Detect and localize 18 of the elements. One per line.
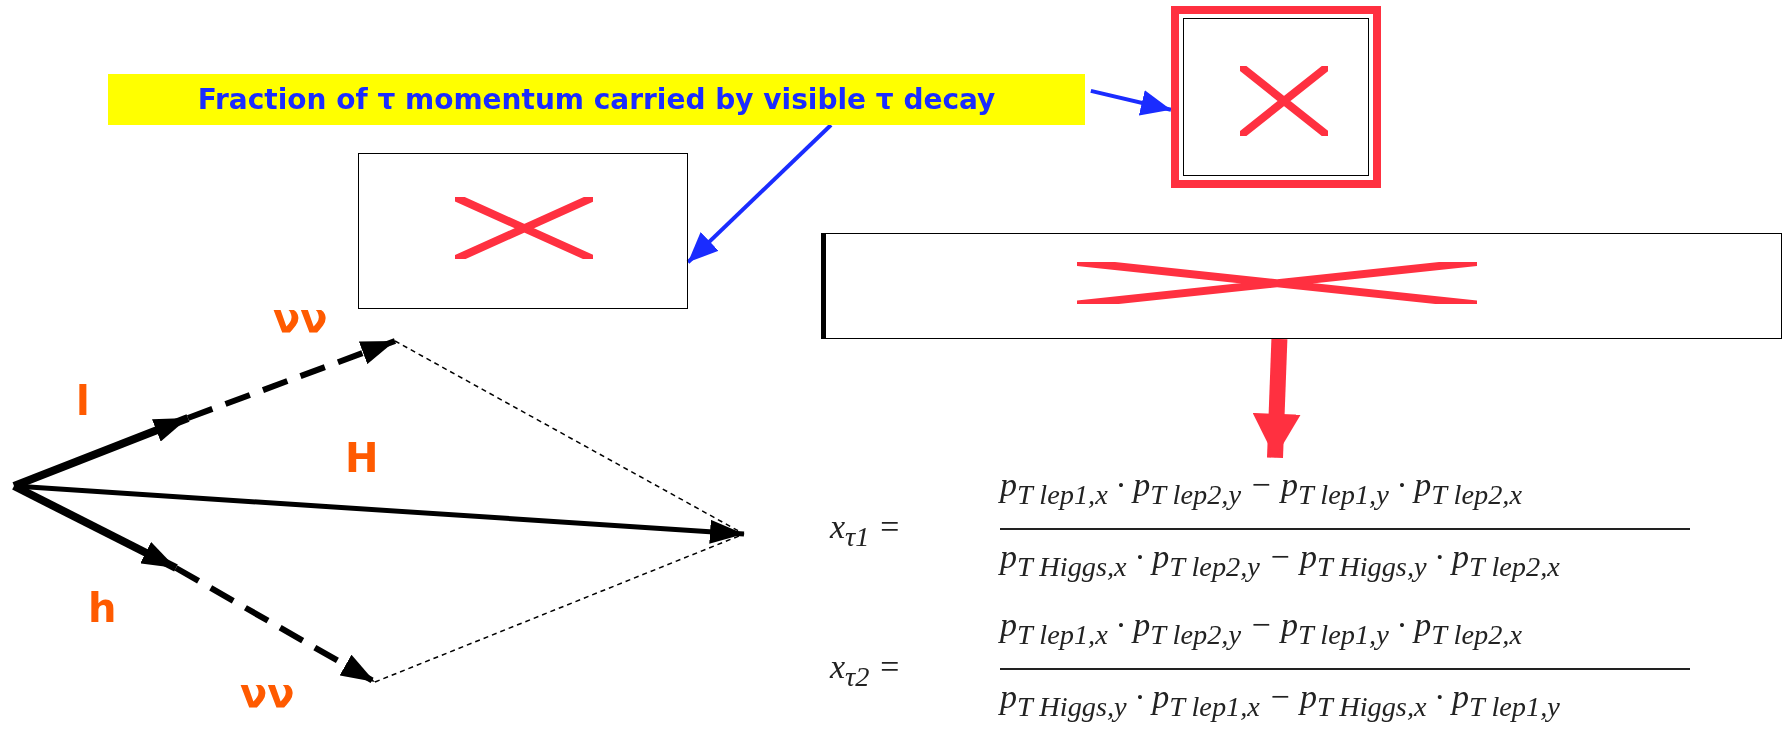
denominator: p$_{T Higgs,y}$ · p$_{T lep1,x}$ − p$_{T Higgs,x}$ · p$_{T lep1,y}$ xyxy=(1000,678,1560,723)
vector-label: νν xyxy=(273,295,328,341)
vector-label: νν xyxy=(240,670,295,716)
arrow xyxy=(1252,338,1301,459)
image-placeholder-box xyxy=(1171,6,1381,188)
equation-lhs: x$_{τ1}$ = xyxy=(830,508,901,553)
vector-label: h xyxy=(88,585,117,631)
numerator: p$_{T lep1,x}$ · p$_{T lep2,y}$ − p$_{T lep1,y}$ · p$_{T lep2,x}$ xyxy=(1000,466,1522,511)
image-placeholder-box xyxy=(358,153,688,309)
vector-label: H xyxy=(345,435,379,481)
image-placeholder-box xyxy=(821,233,1782,339)
numerator: p$_{T lep1,x}$ · p$_{T lep2,y}$ − p$_{T lep1,y}$ · p$_{T lep2,x}$ xyxy=(1000,606,1522,651)
callout-text: Fraction of τ momentum carried by visible τ decay xyxy=(108,74,1085,125)
vector-label: l xyxy=(76,378,90,424)
arrow xyxy=(1090,88,1172,116)
denominator: p$_{T Higgs,x}$ · p$_{T lep2,y}$ − p$_{T Higgs,y}$ · p$_{T lep2,x}$ xyxy=(1000,538,1560,583)
equation-lhs: x$_{τ2}$ = xyxy=(830,648,901,693)
arrow xyxy=(686,123,833,264)
